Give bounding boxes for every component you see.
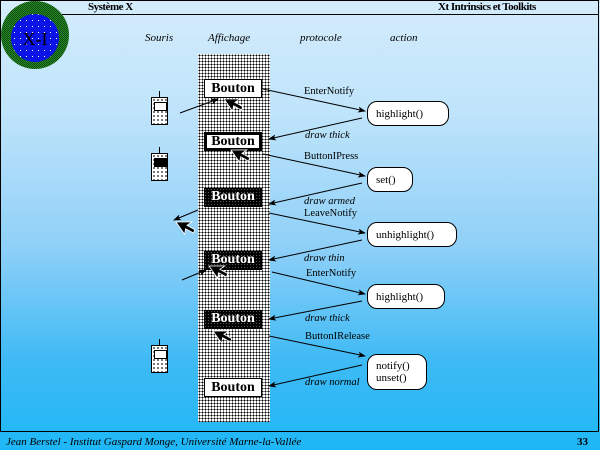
button-state-thin[interactable]: Bouton — [204, 251, 262, 270]
button-state-thick[interactable]: Bouton — [204, 132, 262, 151]
column-header-protocol: protocole — [300, 32, 342, 44]
column-header-mouse: Souris — [145, 32, 174, 44]
header-right-title: Xt Intrinsics et Toolkits — [438, 1, 536, 13]
event-button-press: ButtonIPress — [304, 151, 359, 162]
response-draw-armed: draw armed — [304, 196, 356, 207]
event-leave-notify: LeaveNotify — [304, 208, 358, 219]
button-state-thick-armed[interactable]: Bouton — [204, 310, 262, 329]
logo-x-i: X-I — [1, 1, 69, 69]
response-draw-thin: draw thin — [304, 253, 345, 264]
button-state-normal[interactable]: Bouton — [204, 79, 262, 98]
action-label-notify: notify() — [376, 360, 410, 372]
button-state-final-normal[interactable]: Bouton — [204, 378, 262, 397]
event-button-release: ButtonIRelease — [305, 331, 370, 342]
event-enter-notify-2: EnterNotify — [306, 268, 357, 279]
response-draw-thick: draw thick — [305, 130, 350, 141]
action-unhighlight: unhighlight() — [367, 222, 457, 247]
header-rule — [62, 14, 599, 15]
mouse-pressed-icon — [151, 147, 168, 181]
action-highlight: highlight() — [367, 101, 449, 126]
slide-frame — [0, 0, 599, 432]
action-label: unhighlight() — [376, 228, 435, 241]
event-enter-notify: EnterNotify — [304, 86, 355, 97]
button-state-armed[interactable]: Bouton — [204, 188, 262, 207]
action-highlight-2: highlight() — [367, 284, 445, 309]
mouse-released-icon — [151, 91, 168, 125]
action-label: set() — [376, 173, 396, 186]
action-notify-unset: notify() unset() — [367, 354, 427, 390]
action-label: highlight() — [376, 290, 424, 303]
logo-disc — [11, 14, 59, 62]
action-label: highlight() — [376, 107, 424, 120]
footer-author: Jean Berstel - Institut Gaspard Monge, U… — [6, 436, 302, 448]
page-number: 33 — [577, 436, 588, 448]
column-header-action: action — [390, 32, 418, 44]
header-left-title: Système X — [88, 1, 133, 13]
response-draw-thick-2: draw thick — [305, 313, 350, 324]
response-draw-normal: draw normal — [305, 377, 360, 388]
action-label-unset: unset() — [376, 372, 407, 384]
action-set: set() — [367, 167, 413, 192]
mouse-released-icon — [151, 339, 168, 373]
display-column — [198, 54, 270, 422]
column-header-display: Affichage — [208, 32, 251, 44]
logo-text: X-I — [23, 29, 48, 49]
